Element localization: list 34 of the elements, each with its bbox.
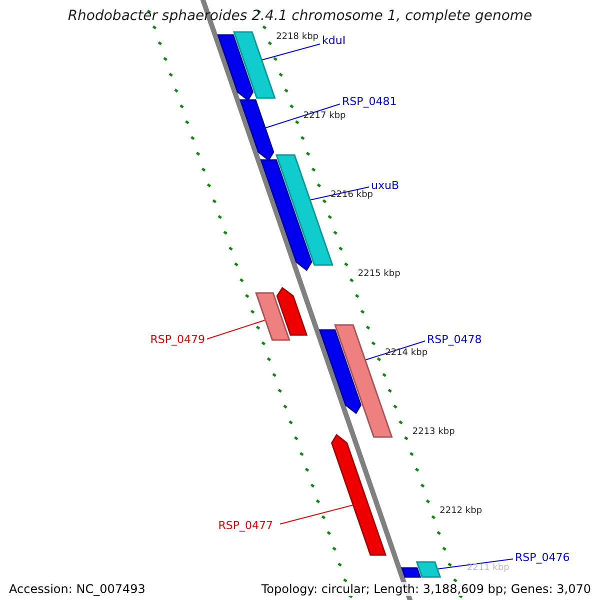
footer-text: Topology: circular; Length: 3,188,609 bp; Genes: 3,070 — [261, 582, 591, 596]
scale-label: 2217 kbp — [303, 111, 346, 121]
gene-label: RSP_0478 — [427, 333, 482, 346]
gene-label: uxuB — [371, 179, 399, 192]
leader-line — [436, 558, 514, 570]
scale-label: 2211 kbp — [466, 563, 510, 573]
gene-block — [260, 159, 312, 272]
scale-label: 2212 kbp — [440, 506, 482, 516]
scale-label: 2213 kbp — [412, 427, 455, 437]
gene-label: RSP_0481 — [342, 95, 397, 108]
leader-line — [206, 320, 266, 340]
gene-block — [239, 99, 274, 162]
feature-block — [416, 561, 442, 578]
scale-label: 2218 kbp — [276, 32, 319, 42]
scale-label: 2215 kbp — [358, 269, 400, 279]
feature-block — [255, 292, 290, 341]
gene-label: RSP_0476 — [515, 551, 570, 564]
gene-label: RSP_0477 — [218, 519, 273, 532]
leader-line — [264, 104, 340, 128]
leader-line — [261, 44, 320, 60]
gene-block — [217, 34, 254, 102]
gene-block — [400, 567, 422, 578]
gene-block — [330, 434, 387, 556]
gene-block — [318, 329, 362, 414]
leader-line — [310, 186, 370, 200]
leader-line — [364, 340, 426, 360]
gene-label: kduI — [322, 34, 346, 47]
scale-label: 2214 kbp — [385, 348, 428, 358]
leader-line — [280, 504, 354, 524]
footer-text: Accession: NC_007493 — [9, 582, 146, 596]
gene-label: RSP_0479 — [150, 333, 205, 346]
feature-block — [232, 31, 276, 99]
gene-block — [276, 286, 308, 336]
scale-label: 2216 kbp — [330, 190, 374, 200]
